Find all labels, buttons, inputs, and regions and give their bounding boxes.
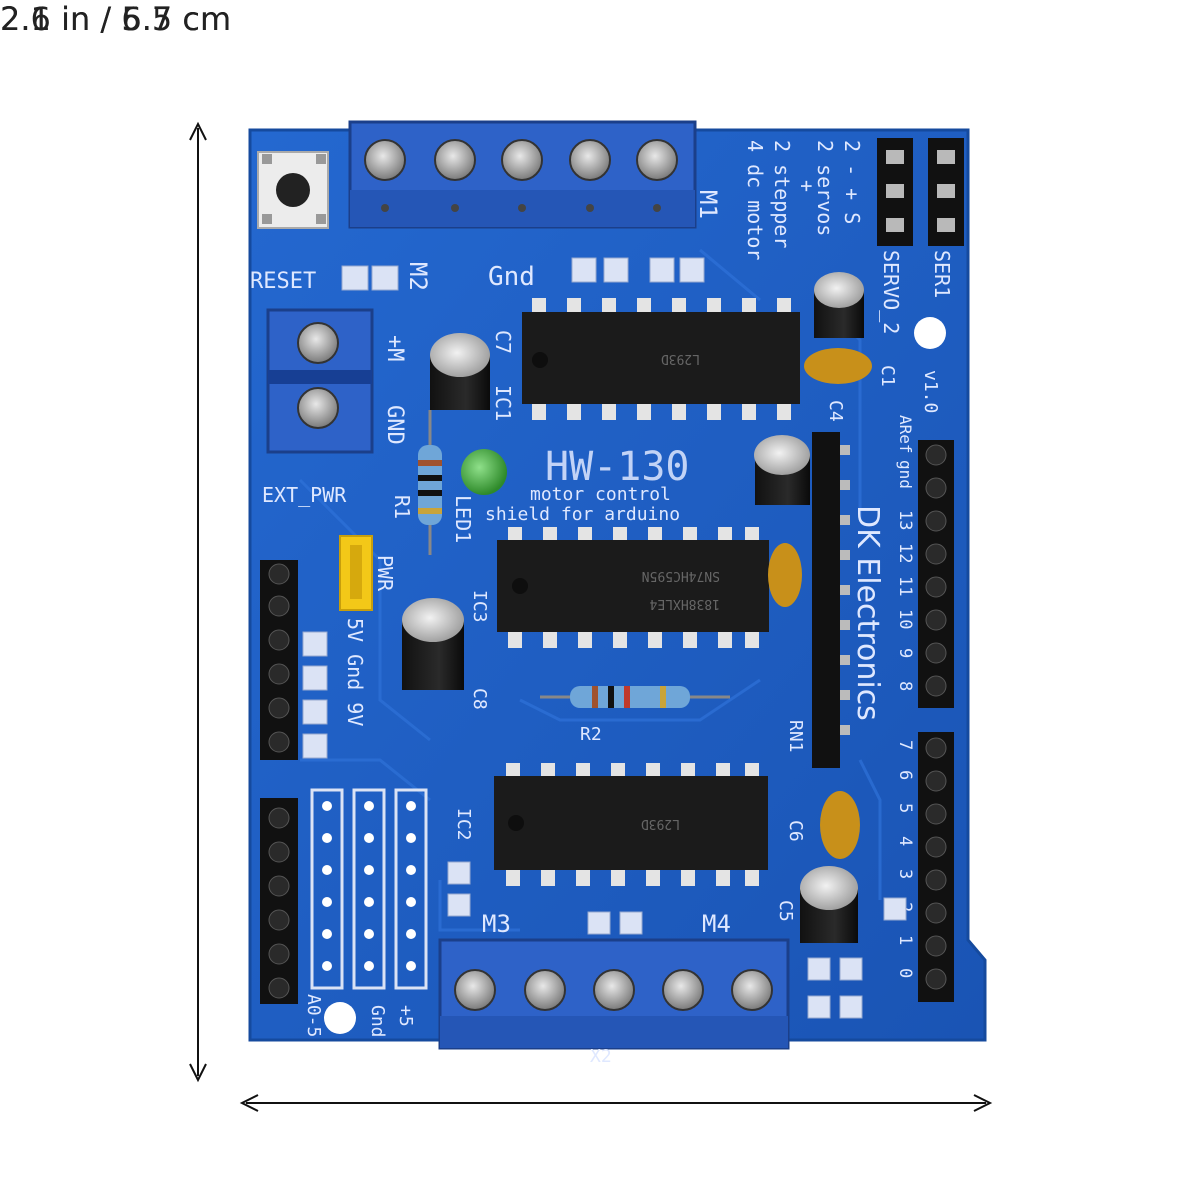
servo2-label: SERVO_2 [879,250,903,334]
m3-label: M3 [482,910,511,938]
height-dimension-label: 2.6 in / 6.7 cm [0,0,232,38]
m4-label: M4 [702,910,731,938]
resistor-network-rn1 [812,432,850,768]
gnd-label: GND [382,405,407,445]
svg-text:+: + [795,180,819,192]
ic1-label: IC1 [491,385,515,421]
ext-pwr-label: EXT_PWR [262,483,347,507]
svg-text:7: 7 [895,740,915,750]
gnd-top-label: Gnd [488,262,535,292]
aref-label: ARef [896,415,915,454]
svg-text:13: 13 [895,510,915,530]
c1-label: C1 [877,365,898,387]
capacitor-c4 [754,435,810,505]
x2-label: X2 [590,1046,612,1067]
reset-button [257,151,329,229]
c6-label: C6 [785,820,806,842]
m1-label: M1 [694,190,722,219]
capacitor-c1 [804,272,872,384]
mounting-hole [914,317,946,349]
resistor-r2 [540,686,730,708]
c4-label: C4 [825,400,846,422]
c8-label: C8 [469,688,490,710]
c7-label: C7 [491,330,515,354]
capacitor-c8 [402,598,464,690]
svg-text:2 stepper: 2 stepper [770,140,794,248]
terminal-block-m1 [348,120,697,229]
svg-text:11: 11 [895,576,915,596]
svg-text:0: 0 [895,968,915,978]
c5-label: C5 [775,900,796,922]
subtitle-line1: motor control [530,484,671,505]
mounting-hole [324,1002,356,1034]
version-label: v1.0 [920,370,941,413]
model-label: HW-130 [545,444,690,490]
svg-text:10: 10 [895,609,915,629]
power-pins-label: 5V Gnd 9V [343,618,367,726]
svg-text:8: 8 [895,681,915,691]
ic3-label: IC3 [469,590,490,623]
ceramic-capacitor-c6 [820,791,860,859]
svg-text:4: 4 [895,836,915,846]
chip2-marking-line2: 1838HXLE4 [649,596,720,611]
power-jumper [339,535,373,611]
power-header [260,560,328,760]
resistor-r1 [418,410,442,555]
servo-headers [877,138,964,246]
chip3-marking: L293D [641,816,680,831]
analog-label: A0-5 [303,994,324,1037]
svg-text:2 - + S: 2 - + S [840,140,864,224]
svg-text:6: 6 [895,770,915,780]
ext-power-terminal [266,308,374,454]
brand-label: DK Electronics [850,505,885,721]
chip-74hc595 [497,527,769,648]
chip2-marking-line1: SN74HC595N [642,568,720,583]
chip-l293d-top [522,298,800,420]
r1-label: R1 [390,495,414,519]
r2-label: R2 [580,724,602,745]
capacitor-c7 [430,333,490,410]
analog-gnd-label: Gnd [367,1005,388,1038]
led1 [461,449,507,495]
servo1-label: SER1 [930,250,954,298]
rn1-label: RN1 [785,720,806,753]
subtitle-line2: shield for arduino [485,504,680,525]
width-dimension-label: 2.1 in / 5.5 cm [0,0,232,38]
height-dimension-arrow [189,121,207,1083]
gnd-small-label: gnd [896,460,915,489]
pwr-label: PWR [373,555,397,592]
chip1-marking: L293D [661,351,700,366]
solder-pads [341,257,705,291]
terminal-block-m3-m4 [438,938,790,1050]
svg-text:9: 9 [895,648,915,658]
led1-label: LED1 [451,495,475,543]
width-dimension-arrow [239,1094,993,1112]
svg-text:1: 1 [895,935,915,945]
chip-l293d-bottom [494,763,768,886]
svg-text:3: 3 [895,869,915,879]
m2-label: M2 [404,262,432,291]
solder-pads-bottom [447,861,907,1019]
analog-header [260,788,428,1004]
digital-header [918,440,954,1002]
svg-text:12: 12 [895,543,915,563]
svg-text:4 dc motor: 4 dc motor [743,140,767,260]
ceramic-capacitor [768,543,802,607]
reset-label: RESET [250,269,316,294]
info-silkscreen: 4 dc motor 2 stepper + 2 servos 2 - + S [743,140,864,260]
plus-m-label: +M [382,335,407,362]
svg-text:2 servos: 2 servos [813,140,837,236]
svg-text:5: 5 [895,803,915,813]
analog-plus5-label: +5 [395,1005,416,1027]
capacitor-c5 [800,866,858,943]
ic2-label: IC2 [453,808,474,841]
